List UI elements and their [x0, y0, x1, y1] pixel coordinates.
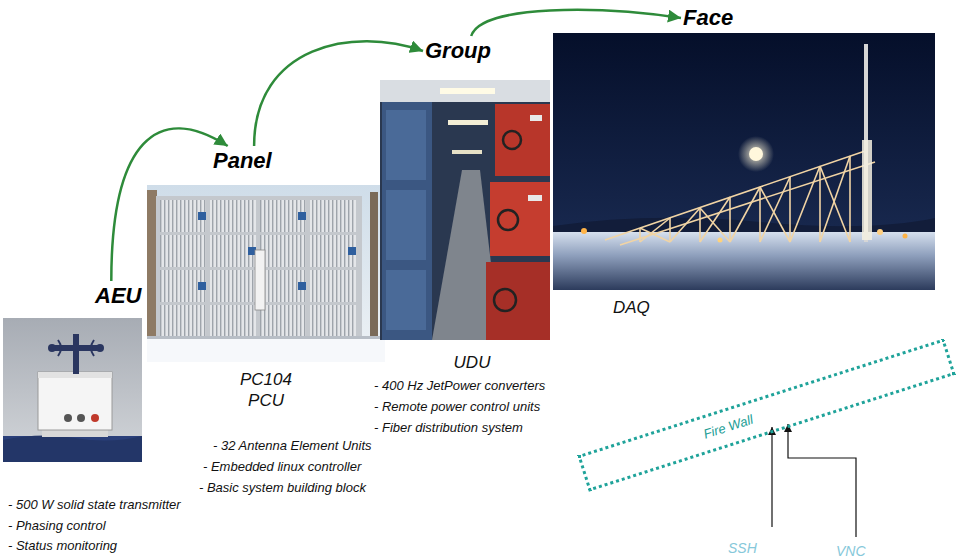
node-title: AEU	[95, 283, 141, 308]
level-heading: Face	[683, 5, 733, 31]
node-title: Face	[683, 5, 733, 30]
feature-note: - Basic system building block	[199, 480, 366, 496]
aeu-photo	[3, 318, 142, 462]
vnc-arrow	[788, 424, 856, 537]
component-name: PC104	[240, 369, 292, 390]
panel-photo	[147, 185, 385, 362]
component-name: PCU	[248, 390, 284, 411]
node-title: Panel	[213, 148, 272, 173]
hierarchy-arrow	[254, 41, 423, 146]
group-photo	[380, 80, 550, 340]
level-heading: Panel	[213, 148, 272, 174]
level-heading: Group	[425, 38, 491, 64]
face-photo	[553, 33, 935, 290]
firewall-box: Fire Wall	[577, 338, 955, 491]
hierarchy-arrow	[111, 128, 227, 281]
protocol-label: VNC	[836, 542, 866, 560]
ssh-arrow	[771, 427, 772, 527]
feature-note: - Embedded linux controller	[203, 459, 361, 475]
node-title: Fire Wall	[701, 412, 754, 443]
feature-note: - Phasing control	[8, 518, 106, 534]
feature-note: - 500 W solid state transmitter	[8, 497, 181, 513]
feature-note: - 32 Antenna Element Units	[213, 438, 372, 454]
component-name: DAQ	[613, 297, 650, 318]
level-heading: AEU	[95, 283, 141, 309]
feature-note: - 400 Hz JetPower converters	[374, 378, 545, 394]
hierarchy-arrow	[471, 10, 681, 36]
component-name: UDU	[454, 352, 491, 373]
protocol-label: SSH	[728, 539, 757, 557]
feature-note: - Remote power control units	[374, 399, 540, 415]
node-title: Group	[425, 38, 491, 63]
feature-note: - Fiber distribution system	[374, 420, 523, 436]
feature-note: - Status monitoring	[8, 538, 117, 554]
